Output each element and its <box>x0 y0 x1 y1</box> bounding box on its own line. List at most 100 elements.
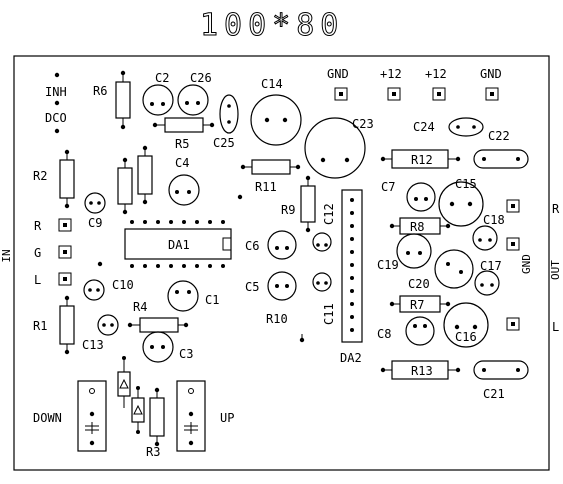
right-l-pad <box>506 317 520 331</box>
r4-body <box>139 317 179 333</box>
c1-label: C1 <box>205 293 219 307</box>
r3-body <box>149 397 165 437</box>
inh-pad <box>54 72 60 78</box>
c22-label: C22 <box>488 129 510 143</box>
c6-body <box>267 230 297 260</box>
left-g-label: G <box>34 246 41 260</box>
c7-body <box>406 182 436 212</box>
c3-label: C3 <box>179 347 193 361</box>
c1-body <box>167 280 199 312</box>
c4-label: C4 <box>175 156 189 170</box>
c26-label: C26 <box>190 71 212 85</box>
c15-label: C15 <box>455 177 477 191</box>
c21-label: C21 <box>483 387 505 401</box>
c4-body <box>168 174 200 206</box>
dco-label: DCO <box>45 111 67 125</box>
r1-label: R1 <box>33 319 47 333</box>
c23-label: C23 <box>352 117 374 131</box>
da2-chip <box>341 189 363 343</box>
c26-body <box>177 84 209 116</box>
c2-label: C2 <box>155 71 169 85</box>
top-p12a-pad <box>387 87 401 101</box>
c12-label: C12 <box>322 203 336 225</box>
da1-label: DA1 <box>168 238 190 252</box>
r2-label: R2 <box>33 169 47 183</box>
r6-body <box>115 81 131 119</box>
c23-body <box>304 117 366 179</box>
da2-pins <box>350 198 354 332</box>
right-gnd-pad <box>506 237 520 251</box>
c24-label: C24 <box>413 120 435 134</box>
c18-label: C18 <box>483 213 505 227</box>
c11-body <box>312 272 332 292</box>
r5-label: R5 <box>175 137 189 151</box>
c14-label: C14 <box>261 77 283 91</box>
c9-label: C9 <box>88 216 102 230</box>
top-gnd1-label: GND <box>327 67 349 81</box>
r7-label: R7 <box>410 298 424 312</box>
diode-2 <box>131 397 145 423</box>
c24-body <box>448 117 484 137</box>
dco-pad <box>54 128 60 134</box>
c13-body <box>97 314 119 336</box>
c5-body <box>267 271 297 301</box>
c2-body <box>142 84 174 116</box>
resistor-body-a <box>117 167 133 205</box>
c21-body <box>473 360 529 380</box>
c5-label: C5 <box>245 280 259 294</box>
c16-label: C16 <box>455 330 477 344</box>
down-button <box>77 380 107 452</box>
right-r-pad <box>506 199 520 213</box>
r3-label: R3 <box>146 445 160 459</box>
c8-body <box>405 316 435 346</box>
r5-body <box>164 117 204 133</box>
c18-body <box>472 225 498 251</box>
c22-body <box>473 149 529 169</box>
c12-body <box>312 232 332 252</box>
c13-label: C13 <box>82 338 104 352</box>
r12-label: R12 <box>411 153 433 167</box>
c25-body <box>219 94 239 134</box>
board-size-title: 100*80 <box>200 8 344 43</box>
r11-label: R11 <box>255 180 277 194</box>
r9-body <box>300 185 316 223</box>
resistor-body-b <box>137 155 153 195</box>
c20-body <box>434 249 474 289</box>
c20-label: C20 <box>408 277 430 291</box>
top-p12b-label: +12 <box>425 67 447 81</box>
r13-label: R13 <box>411 364 433 378</box>
c15-body <box>438 181 484 227</box>
right-r-label: R <box>552 202 560 216</box>
c3-body <box>142 331 174 363</box>
top-p12a-label: +12 <box>380 67 402 81</box>
inh-label: INH <box>45 85 67 99</box>
left-g-pad <box>58 245 72 259</box>
top-p12b-pad <box>432 87 446 101</box>
up-button-label: UP <box>220 411 234 425</box>
c19-body <box>396 233 432 269</box>
input-side-label: IN <box>0 249 13 262</box>
da2-label: DA2 <box>340 351 362 365</box>
left-l-pad <box>58 272 72 286</box>
right-l-label: L <box>552 320 559 334</box>
r2-body <box>59 159 75 199</box>
left-r-label: R <box>34 219 42 233</box>
c11-label: C11 <box>322 303 336 325</box>
c16-body <box>443 302 489 348</box>
c10-body <box>83 279 105 301</box>
r1-body <box>59 305 75 345</box>
r4-label: R4 <box>133 300 147 314</box>
c14-body <box>250 94 302 146</box>
c25-label: C25 <box>213 136 235 150</box>
r10-label: R10 <box>266 312 288 326</box>
board-outline <box>13 55 550 471</box>
dco-pad-top <box>54 100 60 106</box>
c19-label: C19 <box>377 258 399 272</box>
top-gnd2-pad <box>485 87 499 101</box>
r11-body <box>251 159 291 175</box>
top-gnd2-label: GND <box>480 67 502 81</box>
down-button-label: DOWN <box>33 411 62 425</box>
top-gnd1-pad <box>334 87 348 101</box>
c6-label: C6 <box>245 239 259 253</box>
